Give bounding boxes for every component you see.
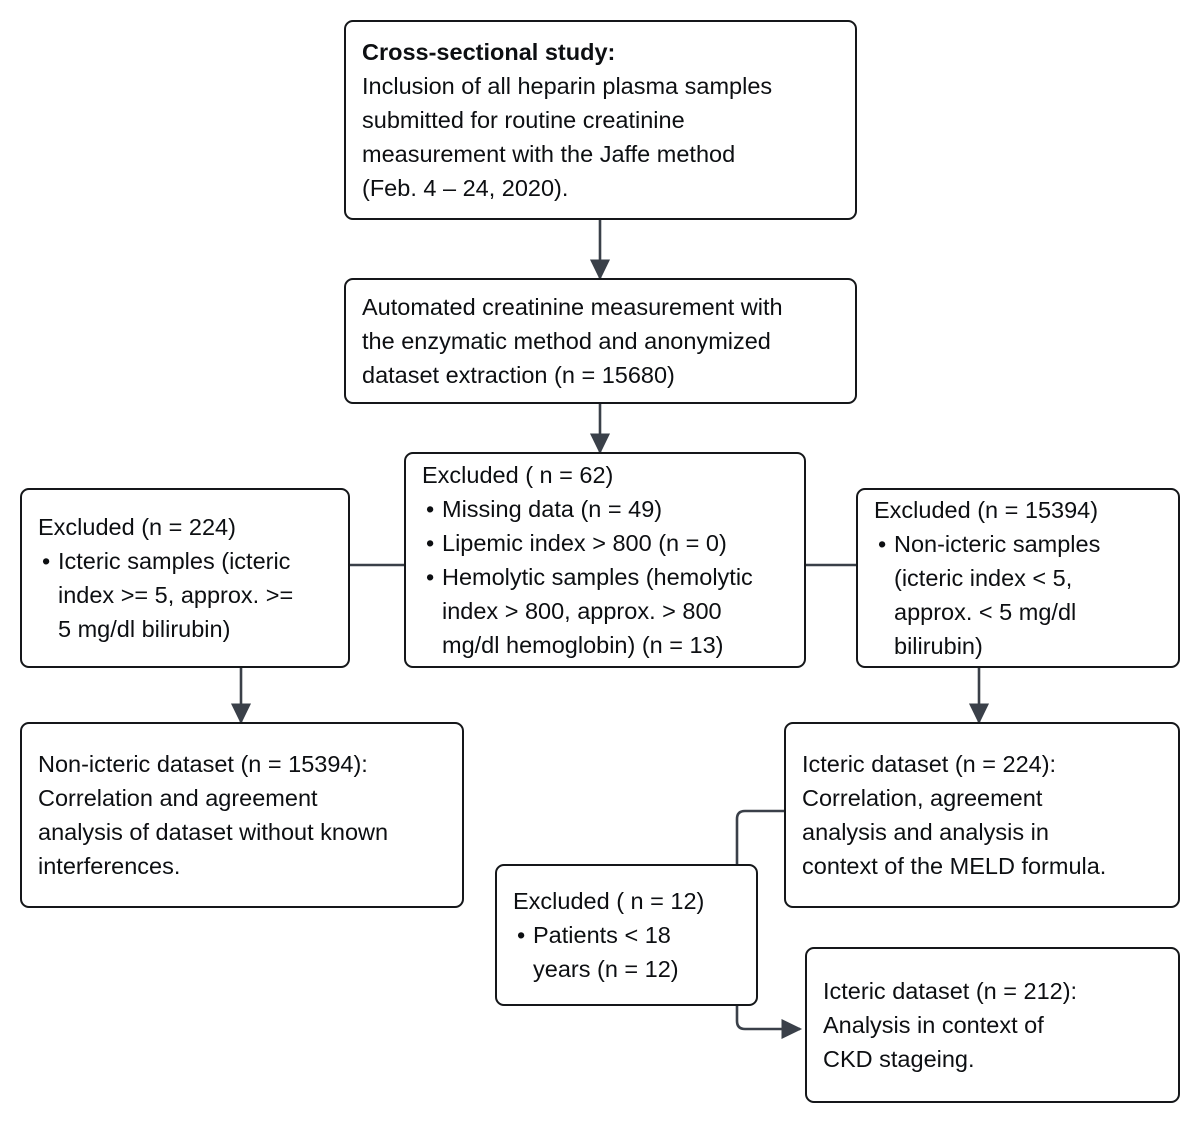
excluded62-bullet-3-line-3: mg/dl hemoglobin) (n = 13) (442, 632, 724, 659)
cross-sectional-heading: Cross-sectional study: (362, 38, 616, 65)
nonicteric-line-3: analysis of dataset without known (38, 819, 389, 845)
excluded15394-bullet-1-line-2: (icteric index < 5, (894, 564, 1073, 591)
excluded12-heading: Excluded ( n = 12) (513, 887, 705, 914)
cross-sectional-line-3: measurement with the Jaffe method (362, 141, 736, 168)
icteric212-line-1: Icteric dataset (n = 212): (823, 977, 1078, 1004)
excluded224-bullet-1: Icteric samples (icteric index >= 5, app… (38, 544, 332, 646)
excluded15394-bullet-1-line-4: bilirubin) (894, 633, 983, 660)
excluded62-bullet-3: Hemolytic samples (hemolytic index > 800… (422, 560, 788, 662)
excluded62-bullet-1-line-1: Missing data (n = 49) (442, 495, 663, 522)
node-excluded-12: Excluded ( n = 12) Patients < 18 years (… (495, 864, 758, 1006)
excluded224-bullet-list: Icteric samples (icteric index >= 5, app… (38, 544, 332, 646)
cross-sectional-line-2: submitted for routine creatinine (362, 106, 685, 133)
cross-sectional-line-1: Inclusion of all heparin plasma samples (362, 72, 773, 99)
icteric212-line-2: Analysis in context of (823, 1011, 1044, 1038)
automated-line-2: the enzymatic method and anonymized (362, 327, 771, 354)
excluded15394-bullet-list: Non-icteric samples (icteric index < 5, … (874, 527, 1162, 663)
icteric224-line-1: Icteric dataset (n = 224): (802, 750, 1057, 777)
automated-line-3: dataset extraction (n = 15680) (362, 362, 675, 389)
node-cross-sectional-study: Cross-sectional study: Inclusion of all … (344, 20, 857, 220)
node-excluded-15394: Excluded (n = 15394) Non-icteric samples… (856, 488, 1180, 668)
excluded12-bullet-1-line-2: years (n = 12) (533, 956, 679, 983)
excluded62-bullet-2-line-1: Lipemic index > 800 (n = 0) (442, 529, 727, 556)
node-excluded-224: Excluded (n = 224) Icteric samples (icte… (20, 488, 350, 668)
node-excluded-62: Excluded ( n = 62) Missing data (n = 49)… (404, 452, 806, 668)
automated-line-1: Automated creatinine measurement with (362, 293, 783, 320)
excluded15394-bullet-1: Non-icteric samples (icteric index < 5, … (874, 527, 1162, 663)
excluded62-bullet-3-line-2: index > 800, approx. > 800 (442, 598, 722, 625)
cross-sectional-line-4: (Feb. 4 – 24, 2020). (362, 175, 569, 202)
excluded12-bullet-1: Patients < 18 years (n = 12) (513, 918, 740, 986)
excluded15394-bullet-1-line-1: Non-icteric samples (894, 530, 1101, 557)
excluded224-bullet-1-line-2: index >= 5, approx. >= (58, 582, 294, 608)
node-non-icteric-dataset: Non-icteric dataset (n = 15394): Correla… (20, 722, 464, 908)
node-icteric-dataset-212: Icteric dataset (n = 212): Analysis in c… (805, 947, 1180, 1103)
excluded62-bullet-list: Missing data (n = 49) Lipemic index > 80… (422, 492, 788, 662)
excluded15394-heading: Excluded (n = 15394) (874, 496, 1099, 523)
icteric224-line-3: analysis and analysis in (802, 819, 1049, 845)
excluded224-heading: Excluded (n = 224) (38, 513, 236, 540)
nonicteric-line-1: Non-icteric dataset (n = 15394): (38, 750, 368, 777)
excluded62-bullet-1: Missing data (n = 49) (422, 492, 788, 526)
icteric224-line-4: context of the MELD formula. (802, 853, 1107, 880)
nonicteric-line-2: Correlation and agreement (38, 784, 318, 811)
excluded224-bullet-1-line-1: Icteric samples (icteric (58, 547, 291, 574)
node-icteric-dataset-224: Icteric dataset (n = 224): Correlation, … (784, 722, 1180, 908)
excluded15394-bullet-1-line-3: approx. < 5 mg/dl (894, 599, 1077, 626)
excluded62-bullet-3-line-1: Hemolytic samples (hemolytic (442, 564, 753, 590)
icteric224-line-2: Correlation, agreement (802, 784, 1043, 811)
node-automated-measurement: Automated creatinine measurement with th… (344, 278, 857, 404)
excluded62-bullet-2: Lipemic index > 800 (n = 0) (422, 526, 788, 560)
excluded62-heading: Excluded ( n = 62) (422, 461, 614, 488)
icteric212-line-3: CKD stageing. (823, 1046, 975, 1073)
excluded224-bullet-1-line-3: 5 mg/dl bilirubin) (58, 616, 231, 643)
nonicteric-line-4: interferences. (38, 853, 181, 880)
excluded12-bullet-1-line-1: Patients < 18 (533, 921, 671, 948)
excluded12-bullet-list: Patients < 18 years (n = 12) (513, 918, 740, 986)
